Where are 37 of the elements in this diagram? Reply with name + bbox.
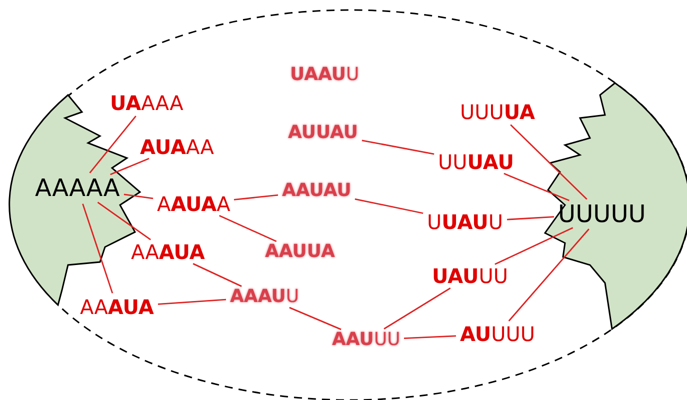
connector-line (354, 198, 424, 214)
sequence-label: AAAUU (230, 288, 300, 306)
sequence-label: AAAUA (131, 242, 205, 262)
connector-line (110, 158, 150, 176)
sequence-label: AUUUU (460, 324, 536, 344)
sequence-label: AAUUA (265, 243, 335, 261)
sequence-label: UAUUU (432, 266, 508, 286)
connector-line (362, 140, 434, 155)
connector-line (89, 116, 136, 174)
sequence-label: UAAAA (110, 93, 184, 113)
sequence-label: AAAAA (35, 176, 120, 200)
connector-line (384, 288, 451, 330)
sequence-label: AAUUU (332, 331, 400, 349)
sequence-label: UAAUU (290, 66, 360, 84)
connector-line (506, 216, 554, 220)
connector-line (124, 194, 154, 200)
connector-line (97, 202, 151, 240)
sequence-label: UUUAU (438, 152, 514, 172)
sequence-label: UUAUU (427, 212, 504, 232)
sequence-label: AUUAU (288, 124, 358, 142)
sequence-label: UUUUU (558, 202, 646, 226)
sequence-label: AAUAA (157, 194, 230, 214)
connector-line (82, 204, 114, 294)
connector-line (219, 215, 277, 242)
connector-line (404, 335, 456, 339)
sequence-label: AAUAU (282, 182, 352, 200)
connector-line (289, 306, 342, 330)
connector-line (234, 194, 278, 200)
sequence-label: AAAUA (80, 297, 154, 317)
sequence-label: UUUUA (460, 102, 536, 122)
connector-line (158, 298, 226, 305)
connector-line (510, 124, 588, 200)
connector-line (504, 172, 570, 202)
connector-line (508, 228, 590, 322)
sequence-label: AUAAA (140, 137, 214, 157)
connector-line (494, 227, 574, 265)
connector-line (192, 263, 242, 287)
